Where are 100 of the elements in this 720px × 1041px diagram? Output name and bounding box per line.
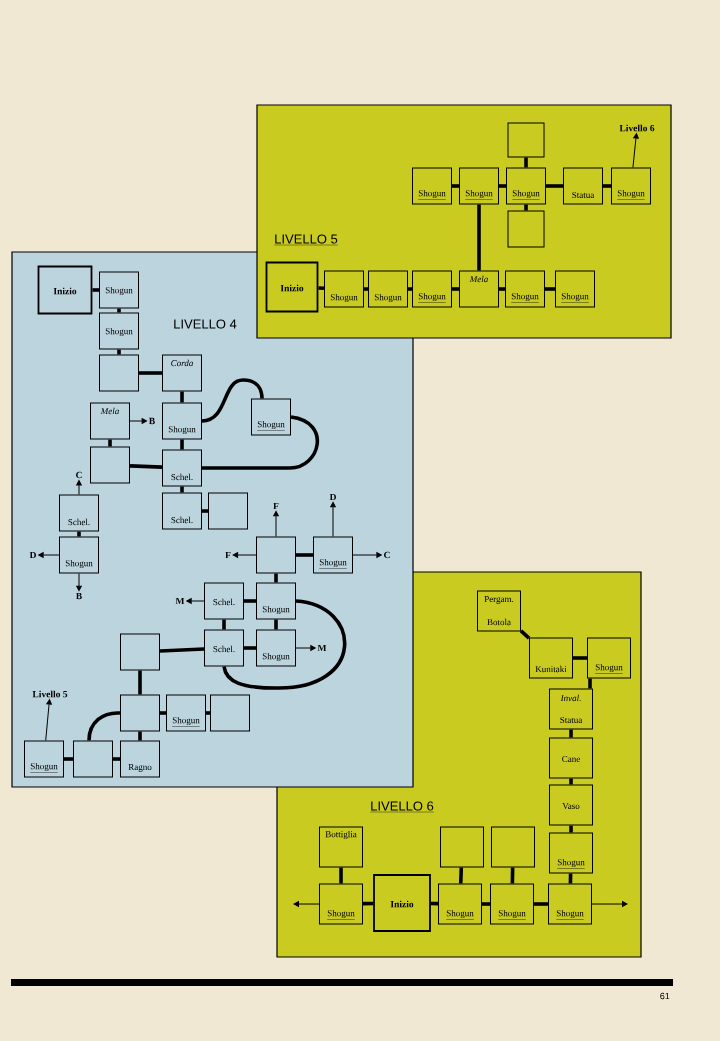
room-box: Shogun <box>251 398 291 436</box>
passage-line <box>117 349 121 355</box>
room-box: Shogun <box>24 740 64 778</box>
arrow <box>330 501 336 537</box>
passage-line <box>92 288 99 292</box>
room-box: Shogun <box>548 883 592 925</box>
arrow <box>76 480 82 495</box>
passage-line <box>139 371 162 375</box>
room-box: Schel. <box>204 629 244 667</box>
passage-line <box>138 670 142 695</box>
passage-line <box>545 287 555 291</box>
passage-line <box>64 757 73 761</box>
passage-line <box>113 757 120 761</box>
room-box <box>90 446 130 484</box>
room-box <box>507 210 545 248</box>
passage-line <box>339 867 343 884</box>
room-box: Shogun <box>505 270 545 308</box>
room-box: Schel. <box>204 582 244 620</box>
room-box: Shogun <box>99 312 139 350</box>
passage-line <box>452 287 459 291</box>
passage-line <box>569 778 573 785</box>
exit-label: B <box>74 591 84 601</box>
passage-line <box>458 867 464 884</box>
passage-line <box>364 287 368 291</box>
room-box: Schel. <box>162 449 202 487</box>
arrow <box>45 699 52 741</box>
passage-line <box>499 287 505 291</box>
exit-label: C <box>382 550 392 560</box>
room-box <box>440 826 484 868</box>
passage-line <box>430 901 439 906</box>
room-box: Shogun <box>166 694 206 732</box>
passage-line <box>206 711 210 715</box>
room-box: Shogun <box>587 637 631 679</box>
room-box: Pergam. Botola <box>477 590 521 632</box>
room-box: Inval. Statua <box>549 688 593 730</box>
arrow <box>38 552 60 558</box>
room-box <box>120 694 160 732</box>
room-box: Shogun <box>438 883 482 925</box>
passage-line <box>569 729 573 738</box>
arrow <box>293 901 320 907</box>
exit-label: B <box>147 416 157 426</box>
passage-line <box>244 599 256 603</box>
room-box: Mela <box>90 402 130 440</box>
arrow <box>632 133 639 168</box>
room-box: Shogun <box>412 270 452 308</box>
passage-line <box>222 619 226 630</box>
room-box: Shogun <box>506 167 546 205</box>
room-box <box>210 694 250 732</box>
room-box: Kunitaki <box>529 637 573 679</box>
passage-line <box>452 184 459 188</box>
passage-line <box>274 619 278 630</box>
passage-line <box>482 902 490 906</box>
room-box: Shogun <box>555 270 595 308</box>
passage-line <box>108 439 112 447</box>
passage-line <box>362 901 374 906</box>
arrow <box>129 418 147 424</box>
room-box: Statua <box>563 167 603 205</box>
room-box <box>120 633 160 671</box>
room-box: Shogun <box>256 629 296 667</box>
passage-line <box>138 731 142 741</box>
passage-line <box>477 204 481 271</box>
passage-line <box>534 902 548 906</box>
exit-label: F <box>224 550 232 560</box>
room-box <box>491 826 535 868</box>
passage-line <box>510 867 515 884</box>
room-box: Shogun <box>412 167 452 205</box>
room-box: Inizio <box>37 265 93 315</box>
room-box: Inizio <box>265 261 319 313</box>
arrow <box>591 901 628 907</box>
passage-line <box>573 656 587 660</box>
passage-line <box>296 553 313 557</box>
room-box: Shogun <box>324 270 364 308</box>
exit-label: D <box>28 550 38 560</box>
passage-line <box>244 646 256 650</box>
room-box <box>507 122 545 158</box>
passage-line <box>180 486 184 493</box>
room-box: Cane <box>549 737 593 779</box>
exit-label: Livello 5 <box>31 689 69 699</box>
exit-label: F <box>272 501 280 511</box>
room-box: Shogun <box>459 167 499 205</box>
arrow <box>76 573 82 592</box>
room-box: Schel. <box>162 492 202 530</box>
room-box: Vaso <box>549 784 593 826</box>
room-box: Shogun <box>99 271 139 309</box>
room-box: Mela <box>459 270 499 308</box>
room-box: Schel. <box>59 494 99 532</box>
room-box: Shogun <box>549 832 593 874</box>
passage-line <box>519 629 531 640</box>
exit-label: D <box>328 492 338 502</box>
passage-line <box>588 678 592 689</box>
passage-line <box>159 647 205 653</box>
room-box <box>99 354 139 392</box>
passage-line <box>274 573 278 583</box>
passage-line <box>318 286 325 291</box>
room-box <box>256 536 296 574</box>
room-box: Ragno <box>120 740 160 778</box>
page-number: 61 <box>660 992 670 1000</box>
exit-label: M <box>174 596 186 606</box>
passage-line <box>603 184 611 188</box>
room-box: Bottiglia <box>319 826 363 868</box>
